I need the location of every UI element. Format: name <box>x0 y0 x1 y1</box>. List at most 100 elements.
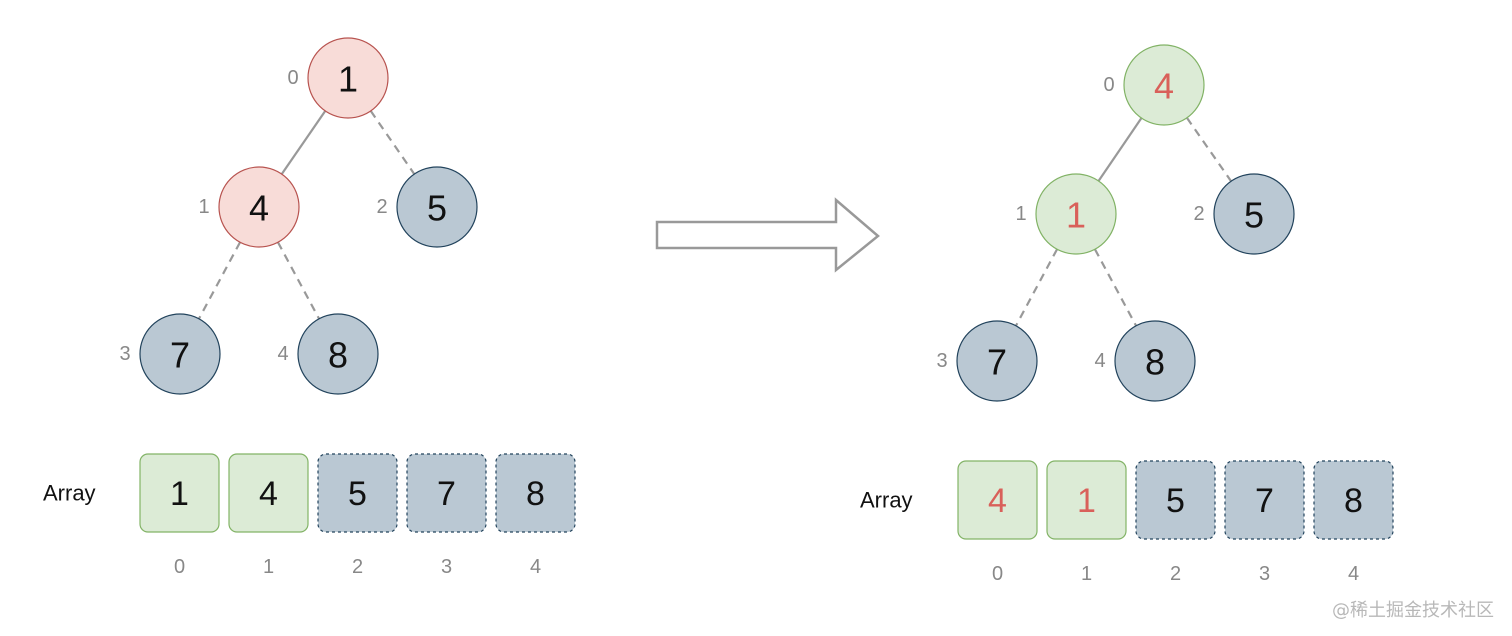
after-array-cell: 1 <box>1046 460 1127 540</box>
before-array-label: Array <box>43 481 96 506</box>
after-cell-value: 5 <box>1166 482 1185 520</box>
before-cell-box <box>495 453 576 533</box>
after-array-index: 1 <box>1081 563 1092 585</box>
before-tree-node: 52 <box>376 166 478 248</box>
after-node-value: 4 <box>1154 66 1174 107</box>
after-tree-node: 11 <box>1015 173 1117 255</box>
before-array-index: 3 <box>441 556 452 578</box>
after-node-index: 1 <box>1015 203 1026 225</box>
before-cell-value: 1 <box>170 475 189 513</box>
after-array-cell: 7 <box>1224 460 1305 540</box>
after-node-circle <box>956 320 1038 402</box>
after-array-cell: 8 <box>1313 460 1394 540</box>
before-cell-box <box>228 453 309 533</box>
after-tree-node: 40 <box>1103 44 1205 126</box>
before-node-index: 2 <box>376 196 387 218</box>
before-edge-1-3 <box>197 241 242 320</box>
after-array-index: 2 <box>1170 563 1181 585</box>
before-cell-box <box>406 453 487 533</box>
before-array-index: 2 <box>352 556 363 578</box>
before-array: Array 1 4 5 7 8 0 1 2 3 4 <box>43 453 576 578</box>
after-node-index: 2 <box>1193 203 1204 225</box>
after-node-index: 4 <box>1094 350 1105 372</box>
after-array-index: 0 <box>992 563 1003 585</box>
before-node-circle <box>307 37 389 119</box>
before-array-cell: 4 <box>228 453 309 533</box>
before-node-circle <box>218 166 300 248</box>
after-node-index: 3 <box>936 350 947 372</box>
watermark-text: @稀土掘金技术社区 <box>1332 600 1494 621</box>
before-node-value: 5 <box>427 188 447 229</box>
after-tree-edges <box>1014 117 1233 327</box>
after-cell-box <box>957 460 1038 540</box>
after-array-cell: 4 <box>957 460 1038 540</box>
before-node-circle <box>396 166 478 248</box>
after-node-index: 0 <box>1103 74 1114 96</box>
after-array-index: 3 <box>1259 563 1270 585</box>
after-tree-node: 52 <box>1193 173 1295 255</box>
before-tree-node: 41 <box>198 166 300 248</box>
before-edge-0-1 <box>280 110 327 175</box>
after-cell-value: 4 <box>988 482 1007 520</box>
after-edge-1-3 <box>1014 248 1059 327</box>
before-node-value: 7 <box>170 335 190 376</box>
after-node-circle <box>1213 173 1295 255</box>
before-cell-value: 5 <box>348 475 367 513</box>
before-array-cell: 7 <box>406 453 487 533</box>
before-cell-value: 7 <box>437 475 456 513</box>
before-array-index: 4 <box>530 556 541 578</box>
after-node-value: 8 <box>1145 342 1165 383</box>
before-node-value: 8 <box>328 335 348 376</box>
after-cell-box <box>1046 460 1127 540</box>
before-array-index: 0 <box>174 556 185 578</box>
before-node-circle <box>139 313 221 395</box>
before-tree-node: 73 <box>119 313 221 395</box>
before-node-index: 1 <box>198 196 209 218</box>
before-cell-box <box>139 453 220 533</box>
before-edge-1-4 <box>276 241 321 320</box>
after-cell-box <box>1313 460 1394 540</box>
before-cell-value: 4 <box>259 475 278 513</box>
after-cell-value: 8 <box>1344 482 1363 520</box>
before-node-index: 3 <box>119 343 130 365</box>
before-array-cell: 5 <box>317 453 398 533</box>
before-array-cell: 8 <box>495 453 576 533</box>
after-node-circle <box>1123 44 1205 126</box>
after-array: Array 4 1 5 7 8 0 1 2 3 4 <box>860 460 1394 585</box>
after-tree-node: 84 <box>1094 320 1196 402</box>
after-array-index: 4 <box>1348 563 1359 585</box>
after-node-circle <box>1035 173 1117 255</box>
before-cell-box <box>317 453 398 533</box>
before-array-cell: 1 <box>139 453 220 533</box>
before-tree-node: 10 <box>287 37 389 119</box>
before-cell-value: 8 <box>526 475 545 513</box>
after-edge-0-2 <box>1185 117 1233 182</box>
after-cell-box <box>1224 460 1305 540</box>
before-edge-0-2 <box>369 110 416 175</box>
after-cell-value: 1 <box>1077 482 1096 520</box>
after-tree-node: 73 <box>936 320 1038 402</box>
before-tree-node: 84 <box>277 313 379 395</box>
after-array-cell: 5 <box>1135 460 1216 540</box>
before-node-value: 4 <box>249 188 269 229</box>
after-cell-value: 7 <box>1255 482 1274 520</box>
before-node-index: 0 <box>287 67 298 89</box>
before-array-index: 1 <box>263 556 274 578</box>
after-node-value: 5 <box>1244 195 1264 236</box>
before-node-value: 1 <box>338 59 358 100</box>
after-array-label: Array <box>860 488 913 513</box>
after-edge-1-4 <box>1093 248 1138 327</box>
before-tree-edges <box>197 110 416 320</box>
after-node-circle <box>1114 320 1196 402</box>
before-node-circle <box>297 313 379 395</box>
after-cell-box <box>1135 460 1216 540</box>
before-node-index: 4 <box>277 343 288 365</box>
transition-arrow-icon <box>655 197 880 273</box>
after-edge-0-1 <box>1097 117 1143 182</box>
after-node-value: 1 <box>1066 195 1086 236</box>
